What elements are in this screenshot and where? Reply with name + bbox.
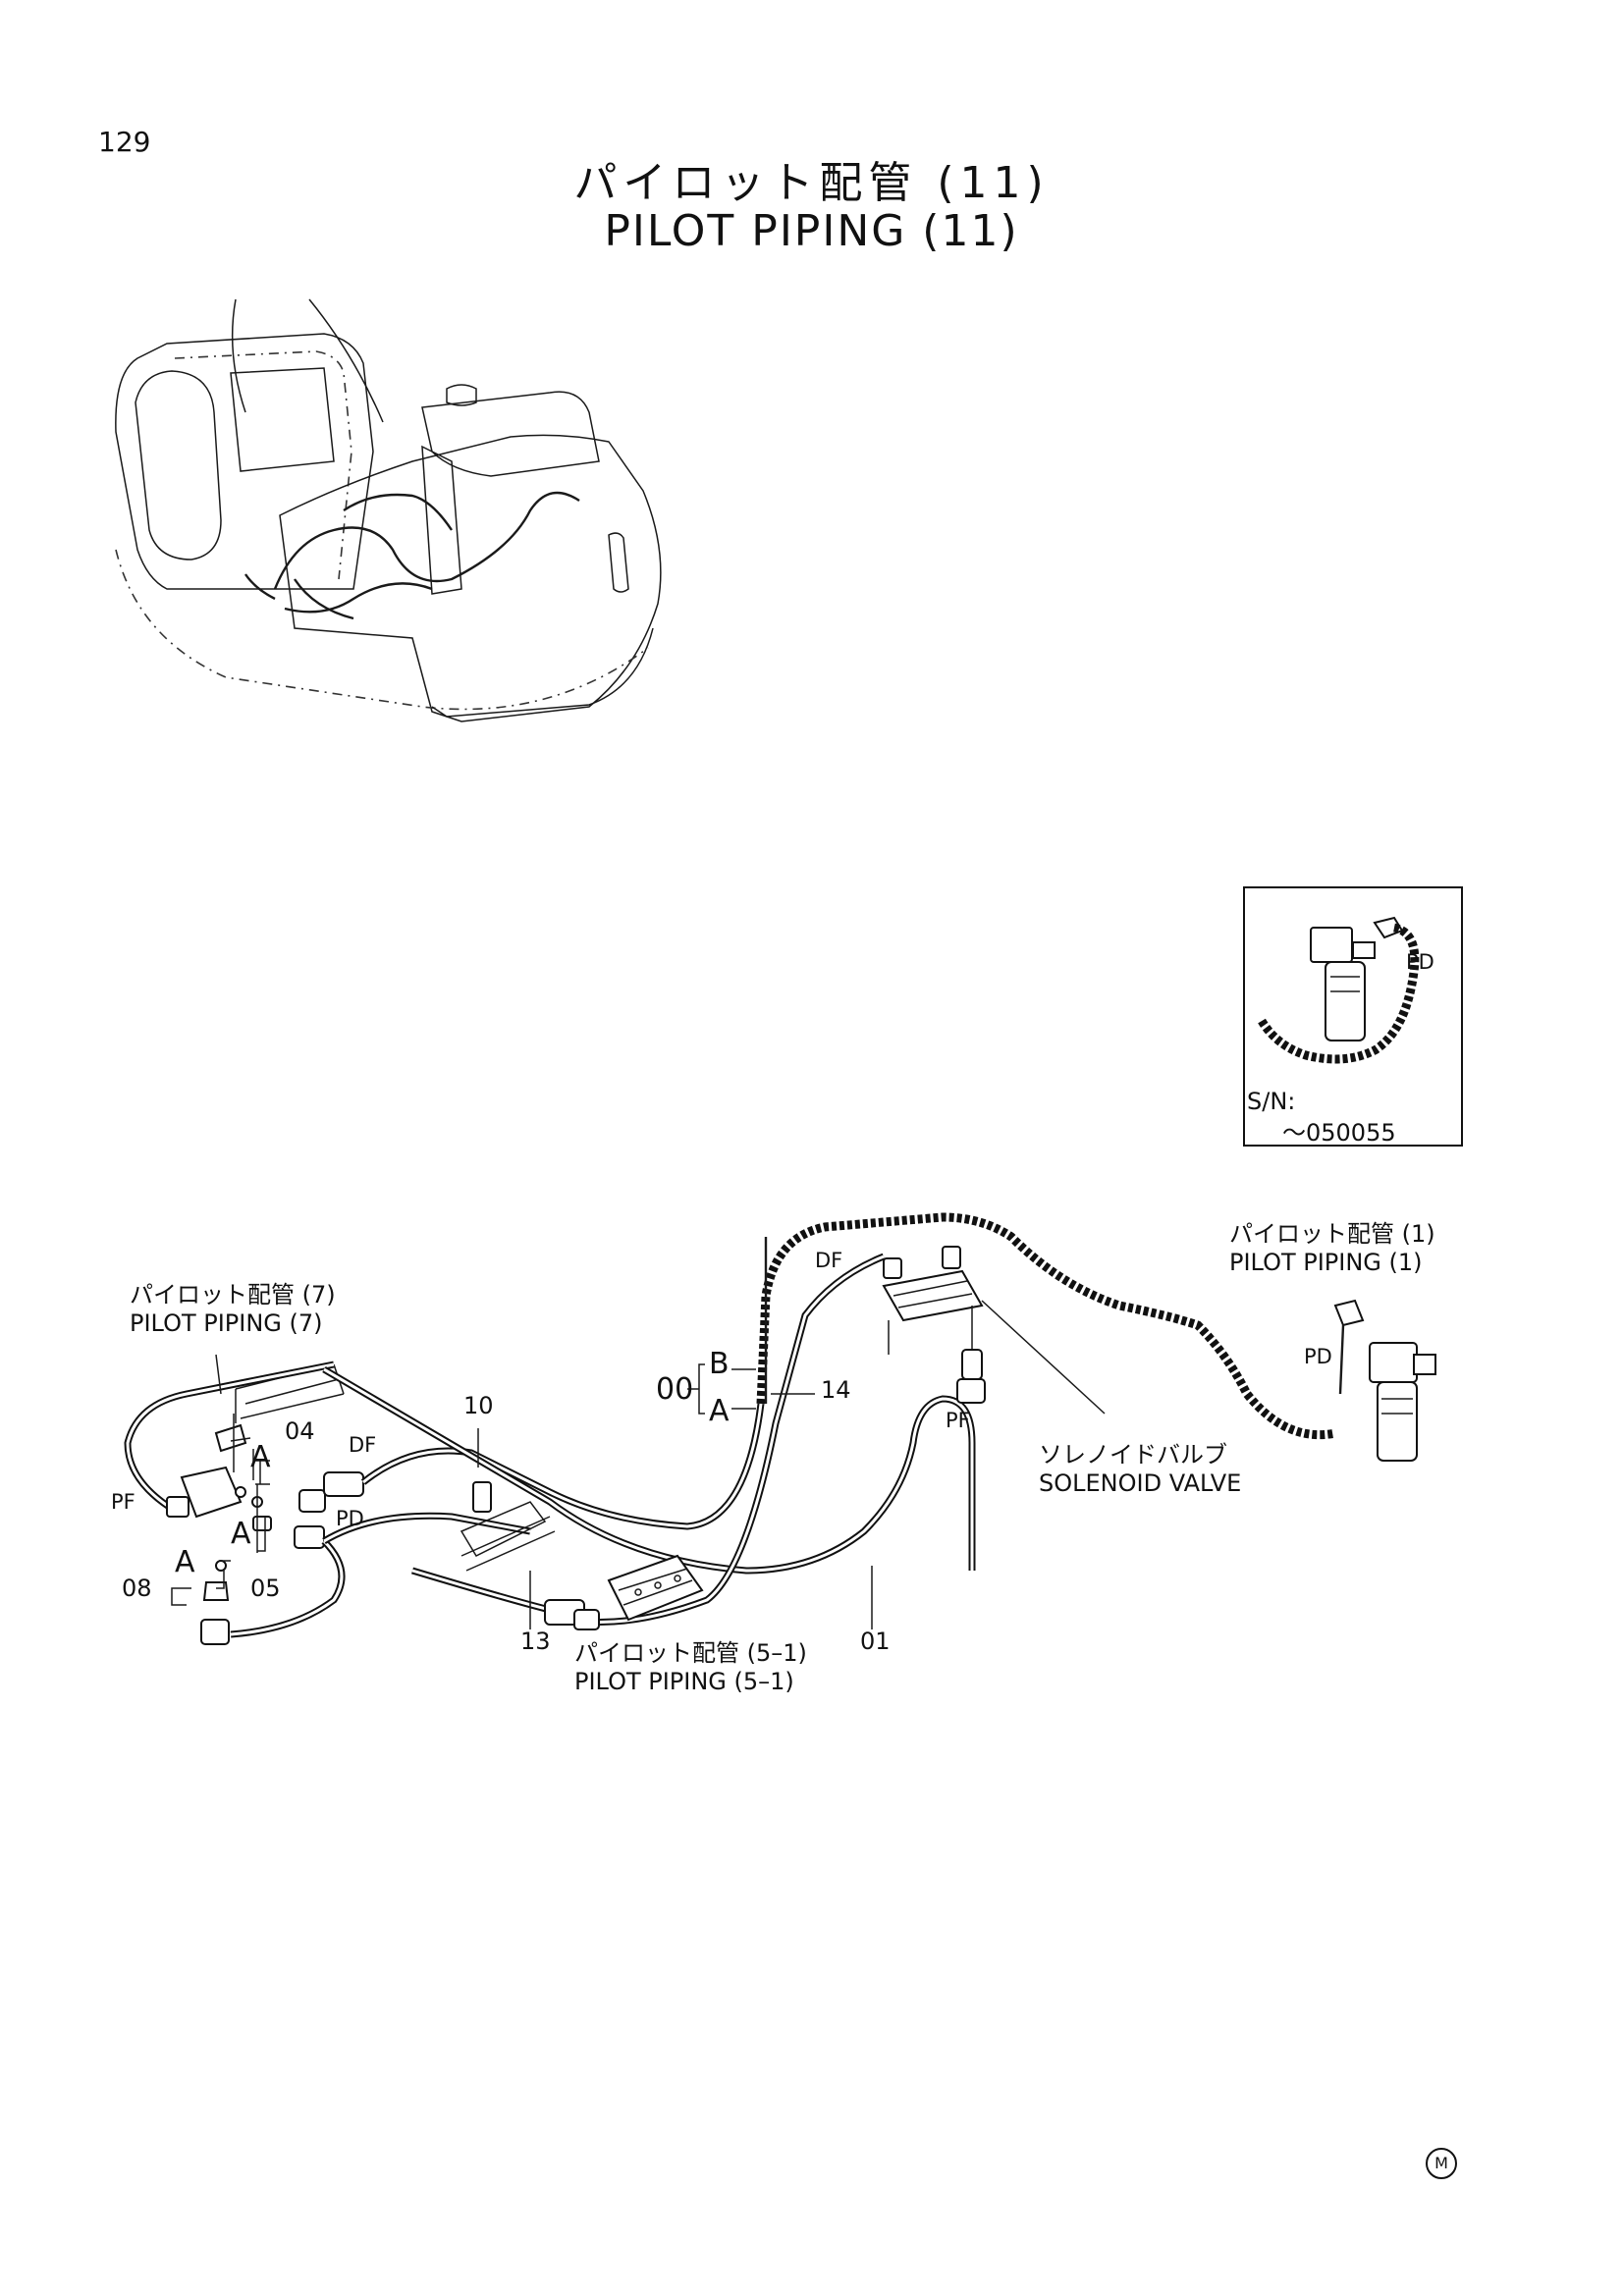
port-pd-right: PD [1304, 1345, 1332, 1368]
manufacturer-mark: M [1426, 2148, 1457, 2179]
solenoid-valve [882, 1246, 1106, 1415]
main-hose-bundle [322, 1253, 976, 1630]
inset-sn-label: S/N: [1247, 1088, 1296, 1115]
coiled-pilot-hose [756, 1212, 1336, 1440]
page-number: 129 [98, 126, 151, 158]
callout-13: 13 [520, 1628, 551, 1655]
callout-00: 00 [656, 1372, 694, 1407]
ref-pilot-piping-7-en: PILOT PIPING (7) [130, 1308, 323, 1337]
callout-a-1: A [250, 1440, 271, 1474]
port-pf-mid: PF [946, 1409, 970, 1432]
callout-10: 10 [463, 1392, 494, 1419]
excavator-overview-illustration [115, 298, 662, 722]
inset-detail-drawing [1258, 916, 1420, 1064]
ref-pilot-piping-5-1-en: PILOT PIPING (5–1) [574, 1667, 794, 1695]
callout-04: 04 [285, 1417, 315, 1445]
ref-pilot-piping-5-1-jp: パイロット配管 (5–1) [574, 1639, 807, 1667]
port-pf-left: PF [111, 1490, 135, 1514]
callout-01: 01 [860, 1628, 891, 1655]
callout-05: 05 [250, 1575, 281, 1602]
ref-solenoid-valve: ソレノイドバルブ SOLENOID VALVE [1039, 1441, 1241, 1498]
callout-a-08: A [175, 1545, 195, 1579]
pilot-piping-1-unit [1333, 1299, 1436, 1462]
callout-14: 14 [821, 1376, 851, 1404]
inset-sn-range: ～050055 [1282, 1119, 1396, 1147]
ref-pilot-piping-7-jp: パイロット配管 (7) [130, 1281, 336, 1308]
callout-a-top: A [709, 1394, 730, 1428]
port-df-top: DF [815, 1249, 843, 1272]
port-df-left: DF [349, 1433, 377, 1457]
ref-pilot-piping-1-en: PILOT PIPING (1) [1229, 1248, 1423, 1276]
callout-b: B [709, 1347, 730, 1381]
ref-pilot-piping-5-1: パイロット配管 (5–1) PILOT PIPING (5–1) [574, 1639, 807, 1696]
page-title-jp: パイロット配管 (11) [573, 158, 1050, 208]
ref-pilot-piping-1-jp: パイロット配管 (1) [1229, 1220, 1435, 1248]
ref-pilot-piping-7: パイロット配管 (7) PILOT PIPING (7) [130, 1281, 336, 1338]
callout-a-2: A [231, 1517, 251, 1551]
inset-port-pd-label: PD [1406, 950, 1434, 974]
ref-solenoid-valve-jp: ソレノイドバルブ [1039, 1441, 1227, 1468]
ref-solenoid-valve-en: SOLENOID VALVE [1039, 1468, 1242, 1497]
callout-08: 08 [122, 1575, 152, 1602]
page-title-en: PILOT PIPING (11) [604, 206, 1019, 256]
callout-leaders [171, 1354, 873, 1629]
ref-pilot-piping-1: パイロット配管 (1) PILOT PIPING (1) [1229, 1220, 1435, 1277]
port-pd-left: PD [336, 1507, 364, 1530]
serial-number-inset [1243, 886, 1463, 1147]
left-pilot-fittings [124, 1361, 364, 1645]
